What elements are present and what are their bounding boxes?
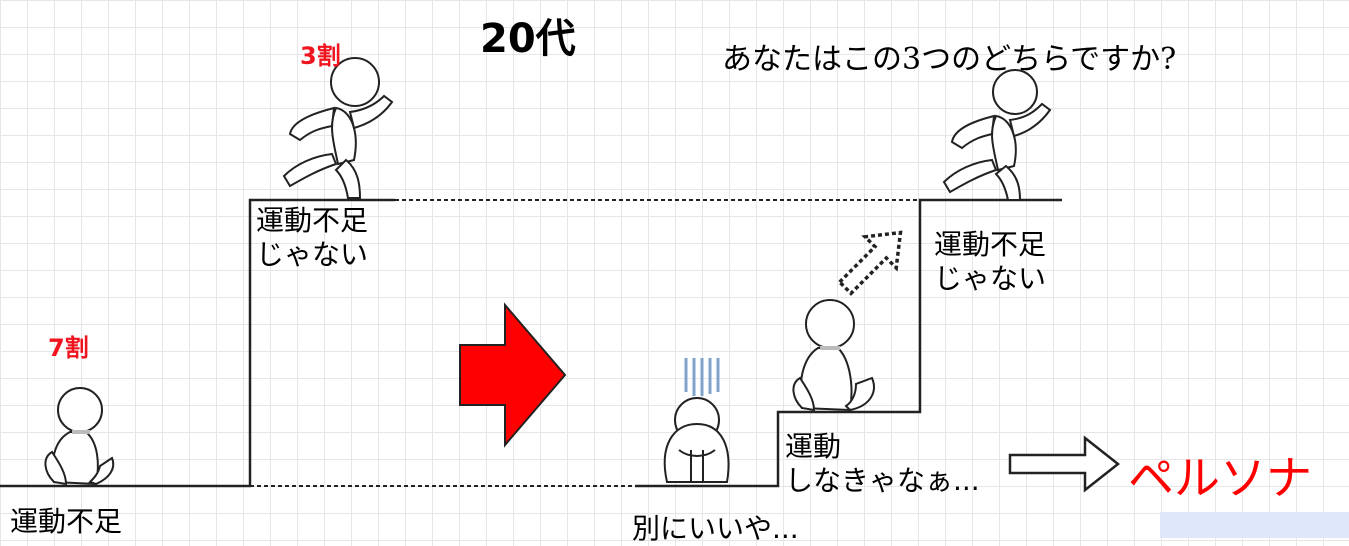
left-step-outline xyxy=(0,198,395,488)
sitting-figure-bottom xyxy=(44,387,115,486)
running-figure-left xyxy=(282,57,394,199)
right-step-outline xyxy=(635,198,1062,488)
gloom-lines-icon xyxy=(684,358,720,396)
middle-step-label-line2: しなきゃなぁ... xyxy=(785,464,980,497)
right-step-label: 運動不足 じゃない xyxy=(934,228,1046,296)
sitting-figure-middle xyxy=(792,299,875,412)
persona-label: ペルソナ xyxy=(1128,451,1312,505)
right-step-label-line2: じゃない xyxy=(934,262,1047,295)
outline-right-arrow xyxy=(1008,435,1121,493)
step-lines xyxy=(0,198,1062,488)
running-figure-right xyxy=(942,69,1052,201)
right-step-label-line1: 運動不足 xyxy=(934,228,1047,261)
giveup-label: 別にいいや... xyxy=(632,512,799,545)
bottom-group-percent: 7割 xyxy=(48,334,89,362)
bottom-step-label: 運動不足 xyxy=(10,505,123,538)
question-text: あなたはこの3つのどちらですか? xyxy=(722,42,1177,77)
middle-step-label: 運動 しなきゃなぁ... xyxy=(785,430,980,498)
top-group-percent: 3割 xyxy=(300,42,341,70)
page-title: 20代 xyxy=(480,16,576,62)
top-step-label: 運動不足 じゃない xyxy=(256,204,368,272)
middle-step-label-line1: 運動 xyxy=(785,430,842,463)
top-step-label-line1: 運動不足 xyxy=(256,204,369,237)
crouching-figure xyxy=(663,397,730,483)
dotted-up-arrow xyxy=(837,230,903,296)
corner-highlight-box xyxy=(1160,512,1349,538)
top-step-label-line2: じゃない xyxy=(256,238,369,271)
big-red-arrow xyxy=(459,302,567,448)
